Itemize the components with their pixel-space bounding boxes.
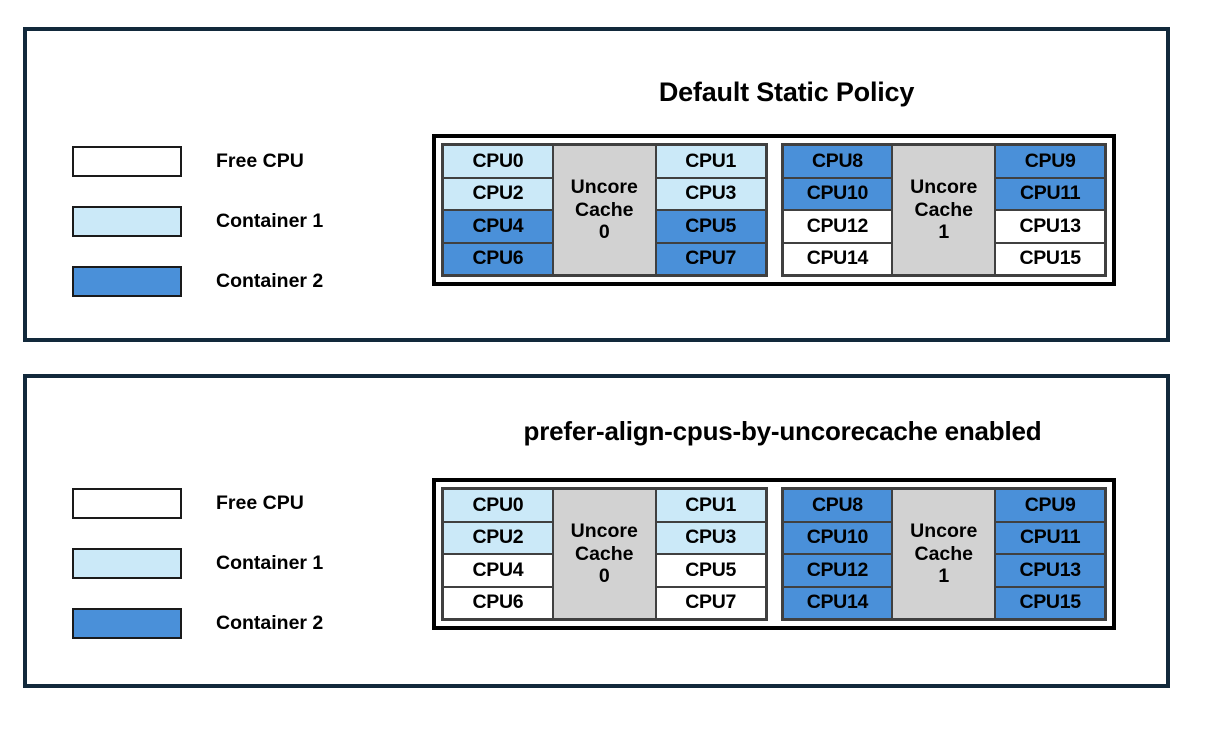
uncore-cache-index: 1 <box>938 221 950 244</box>
uncore-cache-index: 1 <box>938 565 950 588</box>
cpu-column-right: CPU9 CPU11 CPU13 CPU15 <box>995 145 1105 275</box>
legend-swatch-container-2 <box>72 607 182 639</box>
cpu-cell: CPU4 <box>443 210 553 243</box>
cpu-cell: CPU12 <box>782 554 893 587</box>
legend-label: Free CPU <box>216 149 304 172</box>
cpu-cell: CPU9 <box>995 145 1105 178</box>
legend-item: Free CPU <box>72 131 323 191</box>
cpu-column-right: CPU1 CPU3 CPU5 CPU7 <box>655 489 766 619</box>
cpu-topology-diagram: CPU0 CPU2 CPU4 CPU6 Uncore Cache 0 CPU1 … <box>432 478 1116 630</box>
cpu-cell: CPU12 <box>782 210 893 243</box>
cpu-cell: CPU3 <box>655 521 766 554</box>
uncore-cache-block: Uncore Cache 0 <box>552 489 656 619</box>
cache-group-0: CPU0 CPU2 CPU4 CPU6 Uncore Cache 0 CPU1 … <box>441 487 768 621</box>
legend: Free CPU Container 1 Container 2 <box>72 473 323 653</box>
uncore-cache-index: 0 <box>598 565 610 588</box>
page-title: Default Static Policy <box>658 77 915 107</box>
cpu-column-left: CPU8 CPU10 CPU12 CPU14 <box>782 145 893 275</box>
cache-group-1: CPU8 CPU10 CPU12 CPU14 Uncore Cache 1 CP… <box>780 487 1107 621</box>
legend-swatch-container-2 <box>72 265 182 297</box>
legend-item: Container 1 <box>72 191 323 251</box>
cpu-column-right: CPU1 CPU3 CPU5 CPU7 <box>655 145 766 275</box>
cpu-column-right: CPU9 CPU11 CPU13 CPU15 <box>995 489 1105 619</box>
page-title: prefer-align-cpus-by-uncorecache enabled <box>523 416 1042 446</box>
diagram-panel-prefer-align-cpus-by-uncorecache: prefer-align-cpus-by-uncorecache enabled… <box>23 374 1170 688</box>
diagram-panel-default-static-policy: Default Static Policy Free CPU Container… <box>23 27 1170 342</box>
cpu-cell: CPU2 <box>443 521 553 554</box>
cpu-cell: CPU10 <box>782 521 893 554</box>
uncore-cache-block: Uncore Cache 1 <box>892 145 996 275</box>
legend-item: Free CPU <box>72 473 323 533</box>
uncore-cache-label-line2: Cache <box>574 198 634 221</box>
legend-label: Free CPU <box>216 491 304 514</box>
legend-item: Container 2 <box>72 593 323 653</box>
cache-group-0: CPU0 CPU2 CPU4 CPU6 Uncore Cache 0 CPU1 … <box>441 143 768 277</box>
cpu-cell: CPU8 <box>782 489 893 522</box>
cpu-cell: CPU1 <box>655 145 766 178</box>
cpu-cell: CPU5 <box>655 210 766 243</box>
legend-swatch-free-cpu <box>72 145 182 177</box>
cpu-cell: CPU7 <box>655 242 766 275</box>
cpu-cell: CPU11 <box>995 521 1105 554</box>
cpu-cell: CPU6 <box>443 242 553 275</box>
cpu-cell: CPU8 <box>782 145 893 178</box>
cpu-cell: CPU2 <box>443 177 553 210</box>
uncore-cache-label-line2: Cache <box>914 542 974 565</box>
legend-item: Container 1 <box>72 533 323 593</box>
cpu-cell: CPU4 <box>443 554 553 587</box>
uncore-cache-label-line1: Uncore <box>910 520 978 543</box>
cpu-cell: CPU6 <box>443 586 553 619</box>
uncore-cache-label-line1: Uncore <box>570 176 638 199</box>
uncore-cache-label-line2: Cache <box>574 542 634 565</box>
uncore-cache-label-line1: Uncore <box>910 176 978 199</box>
cpu-column-left: CPU0 CPU2 CPU4 CPU6 <box>443 489 553 619</box>
cpu-column-left: CPU0 CPU2 CPU4 CPU6 <box>443 145 553 275</box>
cpu-cell: CPU9 <box>995 489 1105 522</box>
cpu-cell: CPU5 <box>655 554 766 587</box>
cpu-column-left: CPU8 CPU10 CPU12 CPU14 <box>782 489 893 619</box>
cpu-cell: CPU1 <box>655 489 766 522</box>
uncore-cache-index: 0 <box>598 221 610 244</box>
cpu-cell: CPU14 <box>782 242 893 275</box>
cpu-cell: CPU13 <box>995 554 1105 587</box>
cpu-cell: CPU11 <box>995 177 1105 210</box>
cache-group-1: CPU8 CPU10 CPU12 CPU14 Uncore Cache 1 CP… <box>780 143 1107 277</box>
cpu-cell: CPU14 <box>782 586 893 619</box>
legend-label: Container 1 <box>216 209 324 232</box>
legend: Free CPU Container 1 Container 2 <box>72 131 323 311</box>
uncore-cache-block: Uncore Cache 0 <box>552 145 656 275</box>
cpu-topology-diagram: CPU0 CPU2 CPU4 CPU6 Uncore Cache 0 CPU1 … <box>432 134 1116 286</box>
uncore-cache-block: Uncore Cache 1 <box>892 489 996 619</box>
legend-label: Container 2 <box>216 269 324 292</box>
cpu-cell: CPU0 <box>443 145 553 178</box>
legend-swatch-container-1 <box>72 205 182 237</box>
legend-item: Container 2 <box>72 251 323 311</box>
cpu-cell: CPU15 <box>995 242 1105 275</box>
legend-label: Container 2 <box>216 611 324 634</box>
legend-swatch-free-cpu <box>72 487 182 519</box>
cpu-cell: CPU3 <box>655 177 766 210</box>
legend-swatch-container-1 <box>72 547 182 579</box>
cpu-cell: CPU15 <box>995 586 1105 619</box>
cpu-cell: CPU0 <box>443 489 553 522</box>
cpu-cell: CPU10 <box>782 177 893 210</box>
uncore-cache-label-line2: Cache <box>914 198 974 221</box>
legend-label: Container 1 <box>216 551 324 574</box>
uncore-cache-label-line1: Uncore <box>570 520 638 543</box>
cpu-cell: CPU13 <box>995 210 1105 243</box>
cpu-cell: CPU7 <box>655 586 766 619</box>
